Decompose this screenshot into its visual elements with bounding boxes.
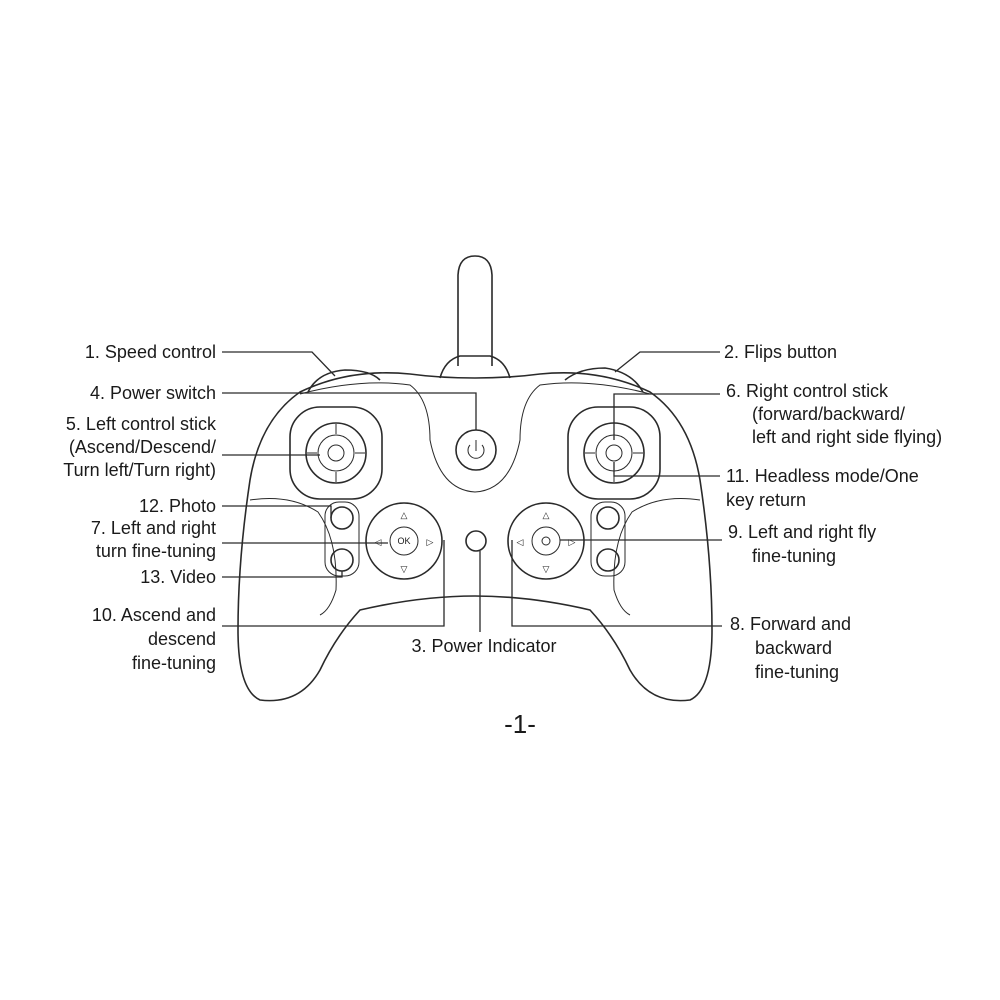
callout-ascend-descend-line1: 10. Ascend and xyxy=(92,605,216,625)
speed-control-shoulder-button[interactable] xyxy=(307,369,381,393)
callout-flips-button: 2. Flips button xyxy=(724,342,837,362)
callout-left-right-fly-line1: 9. Left and right fly xyxy=(728,522,876,542)
right-dpad-right-icon[interactable]: ▷ xyxy=(569,537,576,547)
antenna xyxy=(439,255,511,379)
right-dpad-left-icon[interactable]: ◁ xyxy=(517,537,524,547)
right-grip-contour xyxy=(613,498,701,616)
callout-forward-backward-line2: backward xyxy=(755,638,832,658)
left-grip-contour xyxy=(249,498,337,616)
ok-button-label[interactable]: OK xyxy=(397,536,410,546)
callout-right-stick-line1: 6. Right control stick xyxy=(726,381,889,401)
right-dpad-center-icon xyxy=(541,536,551,546)
left-dpad[interactable]: OK △ ▽ ◁ ▷ xyxy=(365,502,443,580)
callout-left-right-turn-line2: turn fine-tuning xyxy=(96,541,216,561)
body-top-contour xyxy=(299,382,651,493)
callout-power-indicator: 3. Power Indicator xyxy=(411,636,556,656)
leader-lines xyxy=(222,351,722,632)
headless-mode-button[interactable] xyxy=(596,506,620,530)
right-dpad-up-icon[interactable]: △ xyxy=(543,510,550,520)
callout-left-right-fly-line2: fine-tuning xyxy=(752,546,836,566)
callout-headless-line1: 11. Headless mode/One xyxy=(726,466,919,486)
photo-button[interactable] xyxy=(330,506,354,530)
page-number: -1- xyxy=(504,709,536,739)
left-dpad-left-icon[interactable]: ◁ xyxy=(375,537,382,547)
callout-left-stick-line2: (Ascend/Descend/ xyxy=(69,437,216,457)
callout-right-stick-line2: (forward/backward/ xyxy=(752,404,905,424)
right-dpad-down-icon[interactable]: ▽ xyxy=(543,564,550,574)
callout-speed-control: 1. Speed control xyxy=(85,342,216,362)
callout-left-stick-line3: Turn left/Turn right) xyxy=(63,460,216,480)
callout-left-right-turn-line1: 7. Left and right xyxy=(91,518,216,538)
right-dpad[interactable]: △ ▽ ◁ ▷ xyxy=(507,502,585,580)
left-side-button-bezel xyxy=(324,501,360,577)
callout-forward-backward-line1: 8. Forward and xyxy=(730,614,851,634)
left-dpad-up-icon[interactable]: △ xyxy=(401,510,408,520)
callout-photo: 12. Photo xyxy=(139,496,216,516)
callout-right-stick-line3: left and right side flying) xyxy=(752,427,942,447)
left-dpad-right-icon[interactable]: ▷ xyxy=(427,537,434,547)
callout-ascend-descend-line3: fine-tuning xyxy=(132,653,216,673)
video-button[interactable] xyxy=(330,548,354,572)
callout-forward-backward-line3: fine-tuning xyxy=(755,662,839,682)
power-indicator-led xyxy=(465,530,487,552)
right-lower-button[interactable] xyxy=(596,548,620,572)
callout-power-switch: 4. Power switch xyxy=(90,383,216,403)
power-switch[interactable] xyxy=(455,429,497,471)
controller-body xyxy=(237,372,713,702)
left-dpad-down-icon[interactable]: ▽ xyxy=(401,564,408,574)
callout-left-stick-line1: 5. Left control stick xyxy=(66,414,217,434)
flips-shoulder-button[interactable] xyxy=(564,367,644,393)
right-side-button-bezel xyxy=(590,501,626,577)
left-control-stick[interactable] xyxy=(289,406,383,500)
callout-video: 13. Video xyxy=(140,567,216,587)
callout-headless-line2: key return xyxy=(726,490,806,510)
callout-ascend-descend-line2: descend xyxy=(148,629,216,649)
